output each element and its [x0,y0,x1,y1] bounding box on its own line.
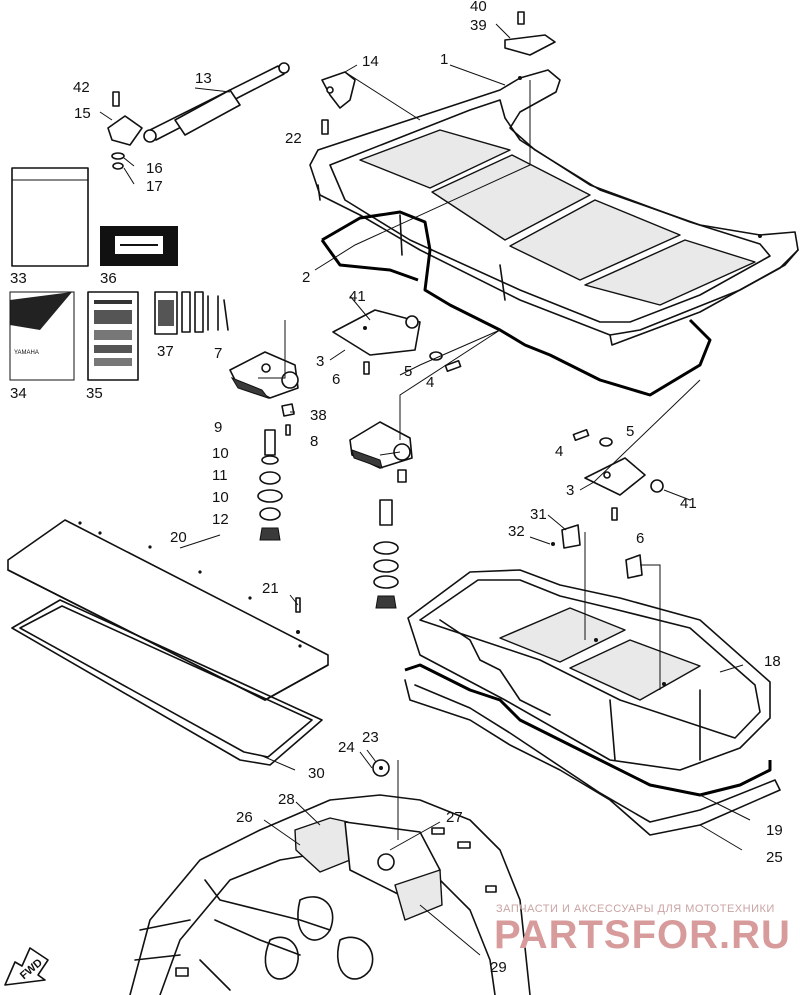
watermark-brand: PARTSFOR.RU [494,913,791,957]
decal-34: YAMAHA [9,291,75,381]
callout-17: 17 [146,178,163,195]
plug-23 [372,759,390,777]
storage-tub-18 [407,569,771,771]
callout-2: 2 [302,269,310,286]
callout-26: 26 [236,809,253,826]
callout-41-lower: 41 [680,495,697,512]
bracket-plate-3-upper [332,309,462,375]
callout-30: 30 [308,765,325,782]
callout-38: 38 [310,407,327,424]
rubber-stack-center [373,499,399,609]
callout-1: 1 [440,51,448,68]
callout-6-upper: 6 [332,371,340,388]
watermark: ЗАПЧАСТИ И АКСЕССУАРЫ ДЛЯ МОТОТЕХНИКИ PA… [494,903,791,957]
callout-16: 16 [146,160,163,177]
callout-3-upper: 3 [316,353,324,370]
hinge-bracket-14 [321,71,356,109]
decal-35 [87,291,139,381]
callout-36: 36 [100,270,117,287]
gasket-25 [404,679,781,836]
callout-31: 31 [530,506,547,523]
callout-10-upper: 10 [212,445,229,462]
callout-24: 24 [338,739,355,756]
callout-19: 19 [766,822,783,839]
leader-lines [99,23,751,956]
callout-4-lower: 4 [555,443,563,460]
callout-9: 9 [214,419,222,436]
callout-15: 15 [74,105,91,122]
callout-5-upper: 5 [404,363,412,380]
fwd-arrow-icon: FWD [4,947,49,986]
callout-28: 28 [278,791,295,808]
bracket-plate-3-lower [572,428,664,521]
callout-27: 27 [446,809,463,826]
callout-32: 32 [508,523,525,540]
callout-25: 25 [766,849,783,866]
callout-4-upper: 4 [426,374,434,391]
callout-7: 7 [214,345,222,362]
callout-42: 42 [73,79,90,96]
callout-34: 34 [10,385,27,402]
bolt-22 [321,119,329,135]
callout-12: 12 [212,511,229,528]
rubber-stack-left [257,429,283,541]
callout-23: 23 [362,729,379,746]
callout-21: 21 [262,580,279,597]
toolkit-37 [154,291,229,335]
callout-40: 40 [470,0,487,15]
callout-11: 11 [212,467,228,484]
callout-29: 29 [490,959,507,976]
watermark-tagline: ЗАПЧАСТИ И АКСЕССУАРЫ ДЛЯ МОТОТЕХНИКИ [496,903,775,915]
bracket-15 [107,91,143,170]
grommet-31 [551,524,643,579]
callout-5-lower: 5 [626,423,634,440]
callout-39: 39 [470,17,487,34]
bracket-39 [504,11,556,56]
decal-33 [11,167,89,267]
hinge-center [349,421,413,483]
callout-22: 22 [285,130,302,147]
callout-3-lower: 3 [566,482,574,499]
callout-18: 18 [764,653,781,670]
callout-6-lower: 6 [636,530,644,547]
callout-35: 35 [86,385,103,402]
callout-37: 37 [157,343,174,360]
callout-8: 8 [310,433,318,450]
callout-10-lower: 10 [212,489,229,506]
decal-36 [100,226,178,266]
callout-labels: 1 2 3 3 4 4 5 5 6 6 7 8 9 10 10 11 12 13… [10,0,783,976]
nut-38 [281,403,295,436]
hull-body [129,794,531,995]
hinge-7 [229,351,299,399]
gasket-19 [404,663,772,797]
gasket-30 [11,599,323,766]
callout-33: 33 [10,270,27,287]
gas-strut [143,62,290,143]
seat-lid [309,69,799,346]
callout-20: 20 [170,529,187,546]
callout-14: 14 [362,53,379,70]
decal-brand: YAMAHA [14,350,39,356]
callout-13: 13 [195,70,212,87]
callout-41-upper: 41 [349,288,366,305]
